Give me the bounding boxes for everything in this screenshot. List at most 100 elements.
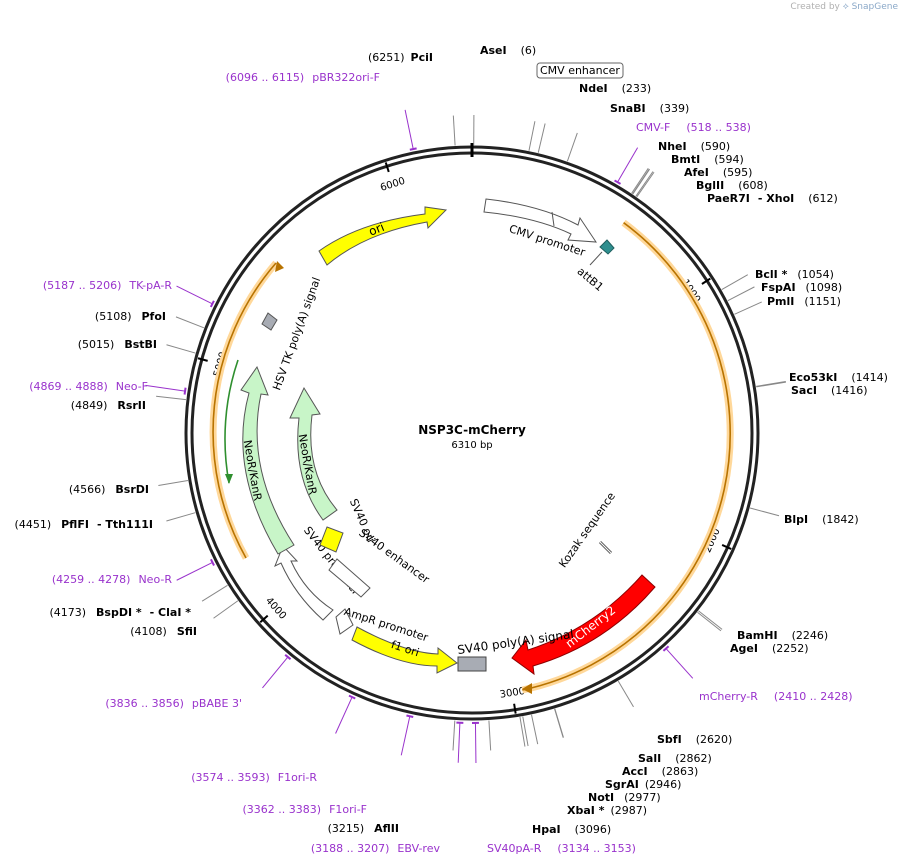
attb1-leader <box>589 251 603 266</box>
primer-leader <box>404 109 414 150</box>
primer-leader <box>145 384 186 392</box>
site-label[interactable]: (5108)PfoI <box>95 310 166 323</box>
credit-prefix: Created by <box>790 2 840 12</box>
label-hsv-tk-polya: HSV TK poly(A) signal <box>270 276 323 392</box>
feature-mcherry2[interactable] <box>511 574 656 676</box>
primer-label[interactable]: (5187 .. 5206)TK-pA-R <box>43 279 173 292</box>
site-label[interactable]: SnaBI(339) <box>610 102 689 115</box>
site-label[interactable]: AseI(6) <box>480 44 536 57</box>
orf-arrow-mcherry-icon <box>522 683 532 694</box>
site-label[interactable]: NheI(590) <box>658 140 730 153</box>
site-leader <box>734 301 762 315</box>
site-label[interactable]: AgeI(2252) <box>730 642 809 655</box>
site-label[interactable]: BclI *(1054) <box>755 268 834 281</box>
site-label[interactable]: BglII(608) <box>696 179 768 192</box>
scale-tick <box>197 357 208 362</box>
site-leader <box>749 507 780 517</box>
site-label[interactable]: (4108)SfiI <box>130 625 197 638</box>
site-label[interactable]: (5015)BstBI <box>78 338 157 351</box>
primer-label[interactable]: (3574 .. 3593)F1ori-R <box>191 771 317 784</box>
feature-neor-kanr-outer[interactable] <box>240 365 295 555</box>
site-label[interactable]: HpaI(3096) <box>532 823 611 836</box>
feature-ampr-promoter[interactable] <box>335 608 354 635</box>
site-label[interactable]: (4173)BspDI *- ClaI * <box>49 606 191 619</box>
primer-leader <box>176 285 213 305</box>
site-label[interactable]: Eco53kI(1414) <box>789 371 888 384</box>
site-leader <box>721 274 749 291</box>
site-label[interactable]: (4566)BsrDI <box>69 483 149 496</box>
site-label[interactable]: SacI(1416) <box>791 384 868 397</box>
site-label[interactable]: AfeI(595) <box>684 166 752 179</box>
neo-inner-arrow-icon <box>225 474 233 484</box>
feature-hsv-tk-polya[interactable] <box>261 312 278 331</box>
site-leader <box>166 512 196 522</box>
primer-label[interactable]: (6096 .. 6115)pBR322ori-F <box>226 71 380 84</box>
site-leader <box>554 708 564 738</box>
label-attb1: attB1 <box>575 265 606 294</box>
site-label[interactable]: PaeR7I- XhoI(612) <box>707 192 838 205</box>
primer-label[interactable]: (4869 .. 4888)Neo-F <box>29 380 148 393</box>
site-label[interactable]: NotI(2977) <box>588 791 661 804</box>
primer-mark <box>183 387 187 395</box>
site-label[interactable]: (6251)PciI <box>368 51 433 64</box>
site-label[interactable]: SalI(2862) <box>638 752 712 765</box>
primer-label[interactable]: CMV-F(518 .. 538) <box>636 121 751 134</box>
site-label[interactable]: BlpI(1842) <box>784 513 859 526</box>
site-label[interactable]: NdeI(233) <box>579 82 651 95</box>
feature-attb1[interactable] <box>599 239 615 255</box>
site-label[interactable]: SbfI(2620) <box>657 733 732 746</box>
feature-sv40-polya[interactable] <box>457 656 487 672</box>
plasmid-name: NSP3C-mCherry <box>418 423 526 437</box>
site-leader <box>156 395 186 401</box>
feature-kozak-inner <box>599 541 612 554</box>
primer-label[interactable]: SV40pA-R(3134 .. 3153) <box>487 842 636 855</box>
site-leader <box>488 720 492 751</box>
site-leader <box>631 168 649 194</box>
site-leader <box>756 380 786 387</box>
site-label[interactable]: AccI(2863) <box>622 765 698 778</box>
site-leader <box>519 716 526 747</box>
scale-tick <box>701 277 711 285</box>
site-leader <box>528 121 536 151</box>
label-kozak: Kozak sequence <box>556 490 618 570</box>
primer-label[interactable]: (3188 .. 3207)EBV-rev <box>311 842 441 855</box>
primer-label[interactable]: mCherry-R(2410 .. 2428) <box>699 690 852 703</box>
site-label[interactable]: SgrAI(2946) <box>605 778 681 791</box>
site-leader <box>635 171 654 197</box>
site-leader <box>452 115 456 146</box>
feature-cmv-promoter[interactable] <box>483 198 597 243</box>
primer-mark <box>662 645 670 652</box>
scale-tick-label: 3000 <box>499 686 526 701</box>
scale-tick <box>721 543 732 550</box>
feature-neor-kanr-inner[interactable] <box>289 386 338 521</box>
scale-tick <box>513 703 517 714</box>
cmv-enhancer-box <box>536 62 624 79</box>
site-leader <box>636 171 655 198</box>
site-label[interactable]: (4849)RsrII <box>71 399 146 412</box>
site-label[interactable]: BmtI(594) <box>671 153 744 166</box>
site-label[interactable]: BamHI(2246) <box>737 629 828 642</box>
orf-arc-mcherry <box>522 222 731 691</box>
feature-f1-ori[interactable] <box>351 626 458 674</box>
scale-tick <box>384 162 390 173</box>
site-label[interactable]: FspAI(1098) <box>761 281 842 294</box>
primer-label[interactable]: (3362 .. 3383)F1ori-F <box>243 803 368 816</box>
feature-sv40-ori[interactable] <box>319 526 344 553</box>
primer-label[interactable]: (4259 .. 4278)Neo-R <box>52 573 172 586</box>
primer-mark <box>614 179 622 185</box>
feature-sv40-promoter[interactable] <box>274 545 334 621</box>
feature-sv40-enhancer[interactable] <box>328 558 371 598</box>
label-ori: ori <box>367 220 387 239</box>
site-leader <box>632 168 650 195</box>
site-label-cmv-enhancer[interactable]: CMV enhancer <box>540 64 620 77</box>
primer-mark <box>406 714 414 718</box>
neo-inner-arc <box>224 359 239 484</box>
site-label[interactable]: (4451)PflFI- Tth111I <box>15 518 153 531</box>
site-label[interactable]: XbaI *(2987) <box>567 804 647 817</box>
primer-label[interactable]: (3836 .. 3856)pBABE 3' <box>105 697 242 710</box>
site-label[interactable]: (3215)AflII <box>328 822 399 835</box>
feature-ori[interactable] <box>318 206 448 266</box>
site-label[interactable]: PmlI(1151) <box>767 295 841 308</box>
primer-leader <box>262 656 289 689</box>
primer-mark <box>210 558 215 566</box>
